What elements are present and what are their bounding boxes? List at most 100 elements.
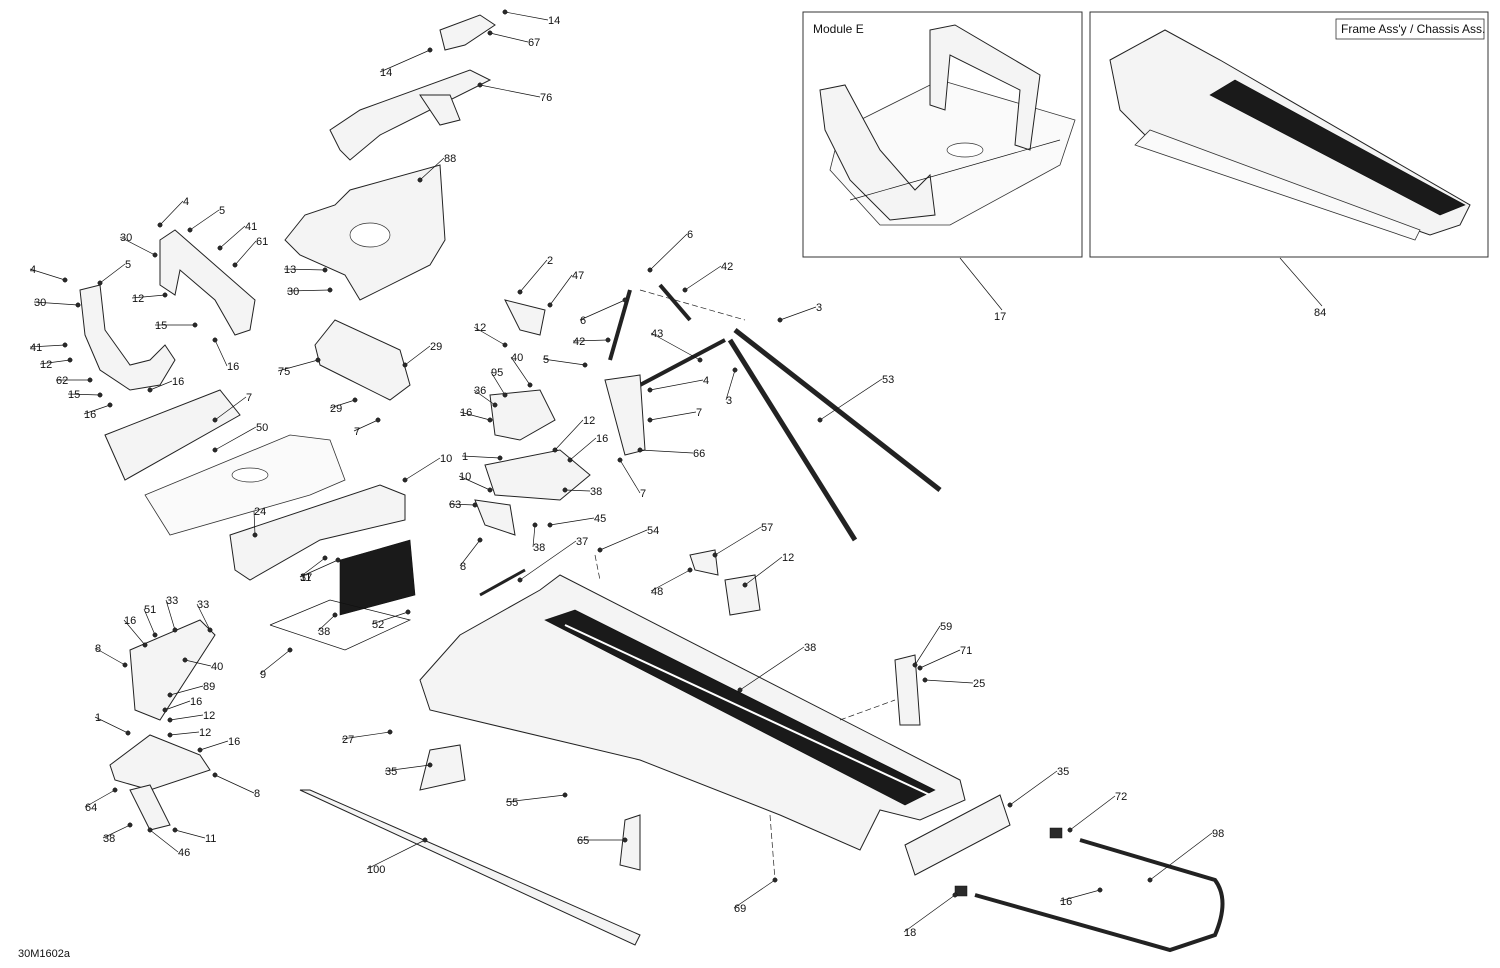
callout-leader [549,274,573,306]
callout-number: 15 [68,389,80,401]
fastener-marker [817,417,823,423]
part-48 [689,549,719,576]
fastener-marker [605,337,611,343]
inset-label-frame-assy: Frame Ass'y / Chassis Ass. [1341,22,1485,36]
callout-36: 36 [473,385,498,408]
callout-number: 7 [640,488,646,500]
callout-number: 16 [1060,896,1072,908]
callout-number: 48 [651,586,663,598]
callout-leader [473,389,496,406]
callout-number: 45 [594,513,606,525]
callout-leader [519,259,548,293]
callout-number: 35 [385,766,397,778]
fastener-marker [167,732,173,738]
callout-number: 14 [548,15,560,27]
callout-88: 88 [417,153,456,183]
callout-number: 15 [155,320,167,332]
callout-number: 1 [95,712,101,724]
callout-leader [174,829,206,839]
fastener-marker [622,837,628,843]
fastener-marker [75,302,81,308]
callout-number: 16 [228,736,240,748]
callout-number: 65 [577,835,589,847]
callout-leader [286,289,331,292]
callout-43: 43 [650,328,703,363]
callout-leader [404,345,431,366]
callout-2: 2 [517,255,553,295]
fastener-marker [742,582,748,588]
module-e-drawing [819,24,1076,226]
fastener-marker [207,627,213,633]
fastener-marker [402,362,408,368]
part-100 [974,838,1225,953]
inset-leader [959,257,1003,311]
callout-62: 62 [56,375,93,387]
callout-57: 57 [712,522,773,558]
callout-number: 16 [84,409,96,421]
fastener-marker [212,417,218,423]
fastener-marker [552,447,558,453]
callout-number: 10 [440,453,452,465]
fastener-marker [487,30,493,36]
callout-leader [473,326,506,346]
callout-number: 63 [449,499,461,511]
fastener-marker [427,47,433,53]
callout-52: 52 [371,609,411,631]
callout-number: 42 [573,336,585,348]
fastener-marker [647,267,653,273]
callout-4: 4 [647,375,709,393]
fastener-marker [315,357,321,363]
fastener-marker [322,555,328,561]
callout-number: 35 [1057,766,1069,778]
callout-number: 16 [596,433,608,445]
callout-38: 38 [102,822,133,845]
inset-module-e: Module E [802,11,1083,258]
callout-leader [149,380,173,391]
callout-leader [102,824,131,839]
callout-leader [650,332,701,361]
fastener-marker [212,337,218,343]
callout-12: 12 [131,292,168,305]
callout-10: 10 [458,471,493,493]
callout-11: 11 [299,555,328,584]
callout-number: 51 [144,604,156,616]
fastener-marker [952,892,958,898]
callout-leader [650,569,691,592]
callout-38: 38 [317,612,338,638]
callout-7: 7 [617,457,646,500]
callout-leader [379,49,431,73]
fastener-marker [492,402,498,408]
callout-number: 46 [178,847,190,859]
fastener-marker [232,262,238,268]
part-89 [129,619,216,721]
callout-number: 6 [580,315,586,327]
fastener-marker [777,317,783,323]
fastener-marker [912,662,918,668]
callout-76: 76 [477,82,552,104]
callout-leader [572,339,609,342]
fastener-marker [327,287,333,293]
callout-leader [33,301,79,306]
callout-leader [1059,889,1101,902]
callout-number: 7 [354,426,360,438]
callout-leader [196,603,211,631]
callout-5: 5 [97,259,131,286]
callout-40: 40 [510,352,533,388]
fastener-marker [547,302,553,308]
callout-12: 12 [39,357,73,371]
callout-number: 38 [590,486,602,498]
callout-number: 40 [511,352,523,364]
callout-number: 55 [506,797,518,809]
callout-number: 29 [330,403,342,415]
fastener-marker [352,397,358,403]
callout-leader [459,539,481,567]
callout-leader [234,240,257,266]
callout-leader [164,700,191,711]
callout-number: 13 [284,264,296,276]
callout-number: 47 [572,270,584,282]
callout-number: 71 [960,645,972,657]
callout-leader [579,299,626,321]
callout-47: 47 [547,270,584,308]
callout-leader [725,369,736,401]
fastener-marker [737,687,743,693]
